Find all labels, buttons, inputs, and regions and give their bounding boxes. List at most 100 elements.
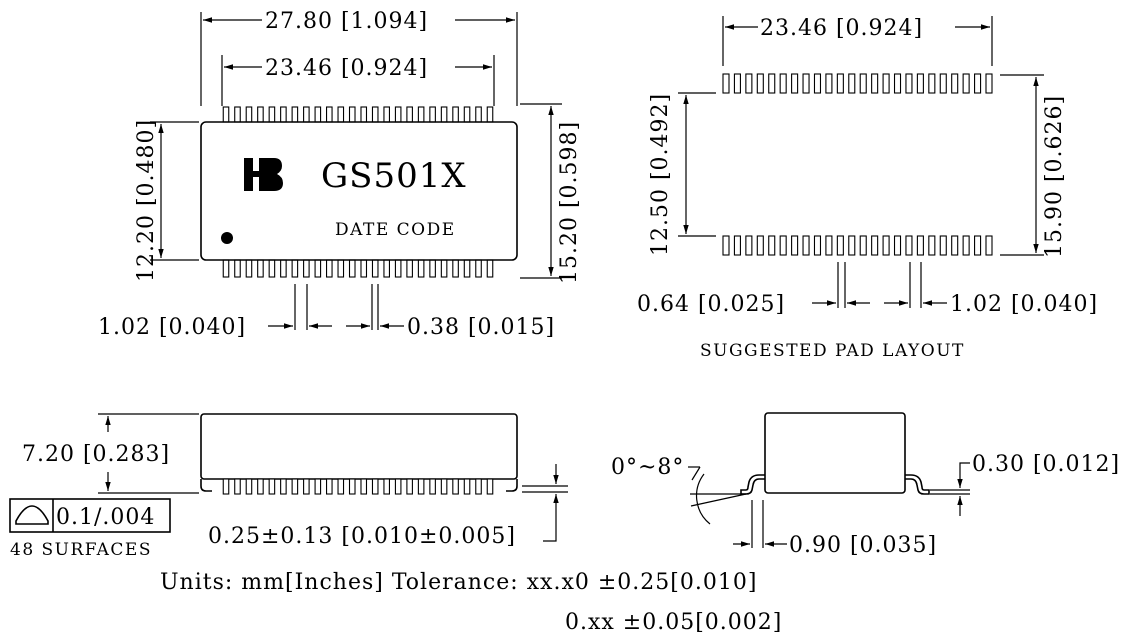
top-view: 27.80 [1.094] 23.46 [0.924] GS501X DATE … xyxy=(98,9,582,340)
pad xyxy=(779,73,787,94)
pin xyxy=(429,106,436,123)
side-pin xyxy=(234,478,241,495)
pin xyxy=(337,106,345,123)
pin xyxy=(383,259,391,278)
side-pin xyxy=(440,478,448,495)
pin xyxy=(268,259,276,278)
angle-label: 0°~8° xyxy=(611,455,684,480)
pad xyxy=(962,73,970,94)
side-pin xyxy=(337,478,345,495)
bottom-pin-row xyxy=(222,259,494,278)
dim-body-width: 12.20 [0.480] xyxy=(134,119,159,282)
dim-pad-span: 23.46 [0.924] xyxy=(760,16,923,41)
pad xyxy=(871,235,879,256)
side-pin xyxy=(314,478,322,495)
pad xyxy=(905,73,913,94)
pad xyxy=(916,235,924,256)
pad xyxy=(802,235,810,256)
pad xyxy=(882,235,890,256)
pad xyxy=(836,73,844,94)
bottom-pad-row xyxy=(722,235,993,256)
pad xyxy=(974,73,982,94)
side-pin xyxy=(406,478,413,495)
pad xyxy=(756,235,764,256)
pin xyxy=(257,259,264,278)
pad xyxy=(951,235,959,256)
side-pin-row xyxy=(222,478,494,495)
dim-inner: 12.50 [0.492] xyxy=(648,93,673,256)
side-pin xyxy=(394,478,402,495)
pin xyxy=(337,259,345,278)
pad-layout-view: 23.46 [0.924] 12.50 [0.492] 15.90 [0.626… xyxy=(637,16,1098,361)
pad xyxy=(722,235,730,256)
pad xyxy=(939,73,947,94)
pad xyxy=(722,73,730,94)
pad xyxy=(768,73,776,94)
pin xyxy=(394,259,402,278)
pad xyxy=(893,73,902,94)
flatness-frame xyxy=(9,498,171,533)
pin xyxy=(314,106,322,123)
top-pin-row xyxy=(222,106,494,123)
pad xyxy=(848,235,856,256)
pad xyxy=(779,235,787,256)
pin xyxy=(440,106,448,123)
dim-pad-pitch: 1.02 [0.040] xyxy=(950,292,1098,317)
pad xyxy=(951,73,959,94)
pin xyxy=(417,106,425,123)
hb-logo-icon xyxy=(244,158,283,191)
pin xyxy=(348,106,356,123)
side-pin xyxy=(463,478,471,495)
pad xyxy=(859,73,867,94)
dim-overall-width: 15.20 [0.598] xyxy=(557,121,582,284)
side-pin xyxy=(429,478,436,495)
pin xyxy=(371,106,379,123)
pin xyxy=(475,106,482,123)
side-pin xyxy=(371,478,379,495)
pin xyxy=(291,106,299,123)
dim-outer: 15.90 [0.626] xyxy=(1042,95,1067,258)
side-pin xyxy=(360,478,368,495)
pad xyxy=(756,73,764,94)
pin xyxy=(234,106,241,123)
flatness-icon xyxy=(15,505,49,525)
pad xyxy=(882,73,890,94)
pad xyxy=(893,235,902,256)
side-pin xyxy=(280,478,287,495)
pin xyxy=(463,259,471,278)
pin xyxy=(245,106,253,123)
side-pin xyxy=(452,478,459,495)
pin xyxy=(325,259,333,278)
dim-lead-width: 0.38 [0.015] xyxy=(407,315,555,340)
pad xyxy=(733,235,741,256)
package-body xyxy=(200,121,518,261)
pad xyxy=(745,73,753,94)
leader-line xyxy=(959,462,970,470)
side-pin xyxy=(268,478,276,495)
angle-leader xyxy=(691,466,701,481)
side-pin xyxy=(291,478,299,495)
side-pin xyxy=(417,478,425,495)
pin xyxy=(486,106,494,123)
pad xyxy=(985,235,993,256)
top-pad-row xyxy=(722,73,993,94)
pin1-dot xyxy=(221,232,233,244)
side-lead-left xyxy=(200,479,212,492)
pad-layout-title: SUGGESTED PAD LAYOUT xyxy=(700,341,965,361)
side-pin xyxy=(383,478,391,495)
dim-foot-length: 0.90 [0.035] xyxy=(789,533,937,558)
pin xyxy=(406,106,413,123)
dim-pad-width: 0.64 [0.025] xyxy=(637,292,785,317)
pad xyxy=(791,235,799,256)
angle-line xyxy=(690,493,747,507)
pad xyxy=(928,235,936,256)
flatness-note: 48 SURFACES xyxy=(10,540,152,560)
pad xyxy=(768,235,776,256)
pad xyxy=(905,235,913,256)
pin xyxy=(383,106,391,123)
date-code: DATE CODE xyxy=(335,220,456,240)
pin xyxy=(371,259,379,278)
pin xyxy=(452,106,459,123)
pin xyxy=(417,259,425,278)
